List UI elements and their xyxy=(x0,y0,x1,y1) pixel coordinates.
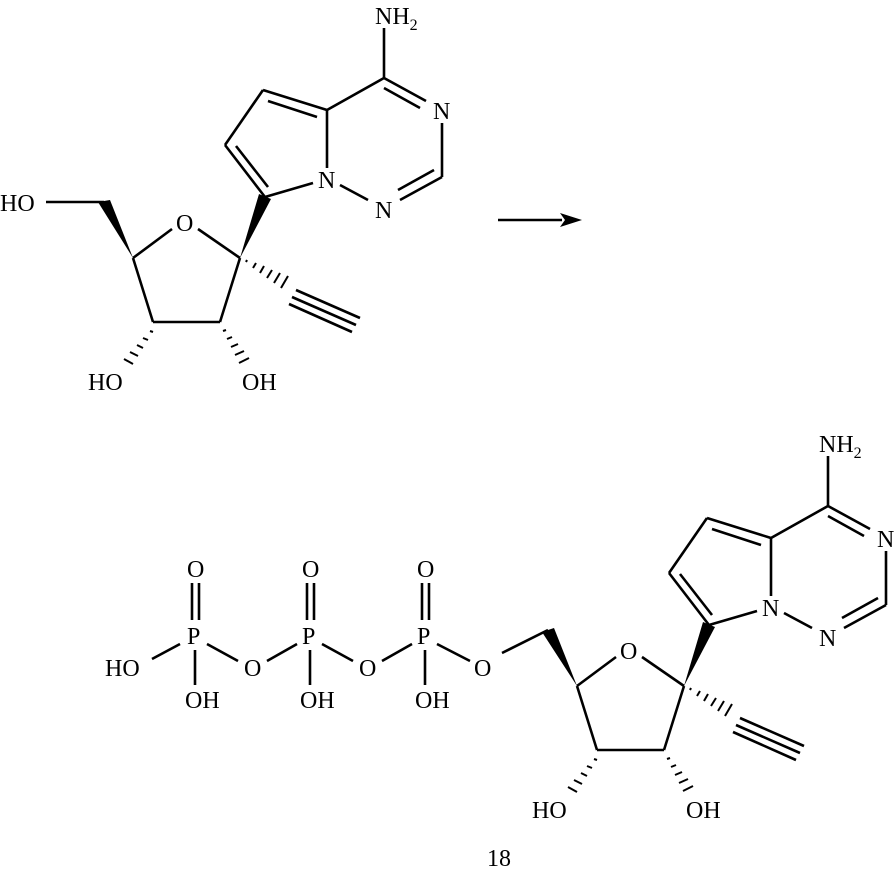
reactant-ring-o-label: O xyxy=(176,211,193,237)
product-nbridge-label: N xyxy=(762,596,779,622)
phosphate-1-ho-left-label: HO xyxy=(105,656,140,682)
product-n3-label: N xyxy=(877,527,894,553)
reactant-n1-label: N xyxy=(375,198,392,224)
reactant-oh2-label: OH xyxy=(242,370,277,396)
reaction-arrow xyxy=(498,213,582,227)
phosphate-3-oh-label: OH xyxy=(415,688,450,714)
phosphate-1-p-label: P xyxy=(187,624,200,650)
reactant-nbridge-label: N xyxy=(318,168,335,194)
phosphate-3-oxo-label: O xyxy=(417,557,434,583)
phosphate-1-bridge-o-label: O xyxy=(244,656,261,682)
phosphate-2-oxo-label: O xyxy=(302,557,319,583)
phosphate-1-oh-label: OH xyxy=(185,688,220,714)
phosphate-2-p-label: P xyxy=(302,624,315,650)
product-amine-label: NH2 xyxy=(819,432,862,462)
product-ho3-label: HO xyxy=(532,798,567,824)
product-molecule: NH2 N N N O HO OH O P xyxy=(105,432,894,872)
reactant-n3-label: N xyxy=(433,99,450,125)
compound-number-label: 18 xyxy=(487,846,511,872)
product-oh2-label: OH xyxy=(686,798,721,824)
phosphate-1-oxo-label: O xyxy=(187,557,204,583)
ester-o-label: O xyxy=(474,656,491,682)
phosphate-3-p-label: P xyxy=(417,624,430,650)
product-ring-o-label: O xyxy=(620,639,637,665)
reactant-molecule: NH2 N N N O HO HO OH xyxy=(0,4,450,396)
reactant-ho3-label: HO xyxy=(88,370,123,396)
phosphate-2-bridge-o-label: O xyxy=(359,656,376,682)
reactant-amine-label: NH2 xyxy=(375,4,418,34)
reactant-ho-ch2-label: HO xyxy=(0,191,35,217)
phosphate-2-oh-label: OH xyxy=(300,688,335,714)
triphosphate-chain: O P HO OH O O P OH O O P OH O xyxy=(105,557,491,714)
product-n1-label: N xyxy=(819,626,836,652)
